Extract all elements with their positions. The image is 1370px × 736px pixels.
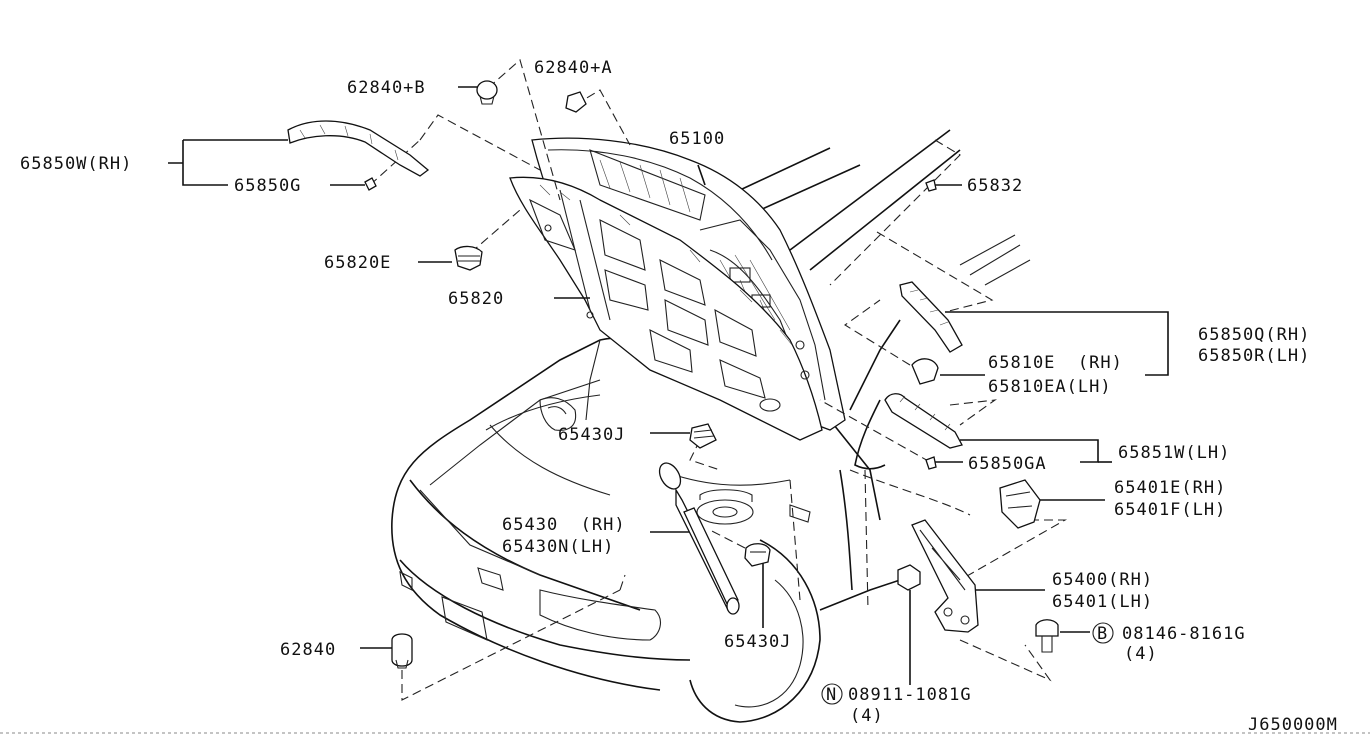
callout-65850r: 65850R(LH)	[1198, 346, 1310, 366]
nut-symbol: N	[821, 683, 843, 705]
bolt-symbol: B	[1092, 622, 1114, 644]
callout-62840b: 62840+B	[347, 78, 426, 98]
callout-65820e: 65820E	[324, 253, 391, 273]
vehicle-body	[391, 129, 1031, 723]
diagram-id: J650000M	[1248, 715, 1338, 735]
callout-65850ga: 65850GA	[968, 454, 1047, 474]
weatherstrip-65850w-icon	[287, 120, 430, 177]
hardware-parts	[287, 80, 1059, 669]
seal-65850q-icon	[899, 281, 963, 353]
hinge-65401e-icon	[999, 479, 1041, 529]
leader-lines	[168, 59, 1169, 701]
nut-symbol-letter: N	[826, 685, 837, 705]
nut-08911-icon	[897, 564, 921, 591]
stay-bracket-top-icon	[689, 423, 717, 449]
callout-65850q: 65850Q(RH)	[1198, 325, 1310, 345]
callout-65810ea: 65810EA(LH)	[988, 377, 1112, 397]
callout-65430j-bottom: 65430J	[724, 632, 791, 652]
callout-08911: 08911-1081G	[848, 685, 972, 705]
callout-65401e: 65401E(RH)	[1114, 478, 1226, 498]
callout-08146: 08146-8161G	[1122, 624, 1246, 644]
clip-62840a-icon	[565, 91, 587, 113]
callout-65401: 65401(LH)	[1052, 592, 1153, 612]
callout-65832: 65832	[967, 176, 1023, 196]
callout-65850g: 65850G	[234, 176, 301, 196]
clip-65850g-icon	[364, 177, 377, 191]
clip-65850ga-icon	[925, 456, 937, 470]
callout-65400: 65400(RH)	[1052, 570, 1153, 590]
callout-65850w: 65850W(RH)	[20, 154, 132, 174]
callout-65851w: 65851W(LH)	[1118, 443, 1230, 463]
callout-65820: 65820	[448, 289, 504, 309]
callout-65810e: 65810E (RH)	[988, 353, 1123, 373]
hood-hinge-65400-icon	[911, 519, 979, 633]
callout-65430j-top: 65430J	[558, 425, 625, 445]
bolt-symbol-letter: B	[1097, 624, 1108, 644]
clip-65832-icon	[925, 179, 937, 192]
callout-62840: 62840	[280, 640, 336, 660]
callout-08911-qty: (4)	[850, 706, 884, 726]
callout-65430: 65430 (RH)	[502, 515, 626, 535]
hood-insulator	[509, 176, 823, 441]
bolt-08146-icon	[1035, 619, 1059, 653]
callout-62840a: 62840+A	[534, 58, 613, 78]
callout-65100: 65100	[669, 129, 725, 149]
callout-65430n: 65430N(LH)	[502, 537, 614, 557]
clip-65810e-icon	[911, 358, 939, 385]
bumper-62840-icon	[391, 633, 413, 669]
hood-stay-65430-icon	[658, 462, 740, 615]
stay-bracket-bottom-icon	[744, 543, 771, 567]
seal-65851w-icon	[884, 393, 963, 449]
callout-08146-qty: (4)	[1124, 644, 1158, 664]
clip-65820e-icon	[454, 245, 483, 271]
callout-65401f: 65401F(LH)	[1114, 500, 1226, 520]
callout-labels: 62840+B 62840+A 65100 65850W(RH) 65850G …	[20, 58, 1338, 735]
clip-62840b-icon	[476, 80, 498, 105]
